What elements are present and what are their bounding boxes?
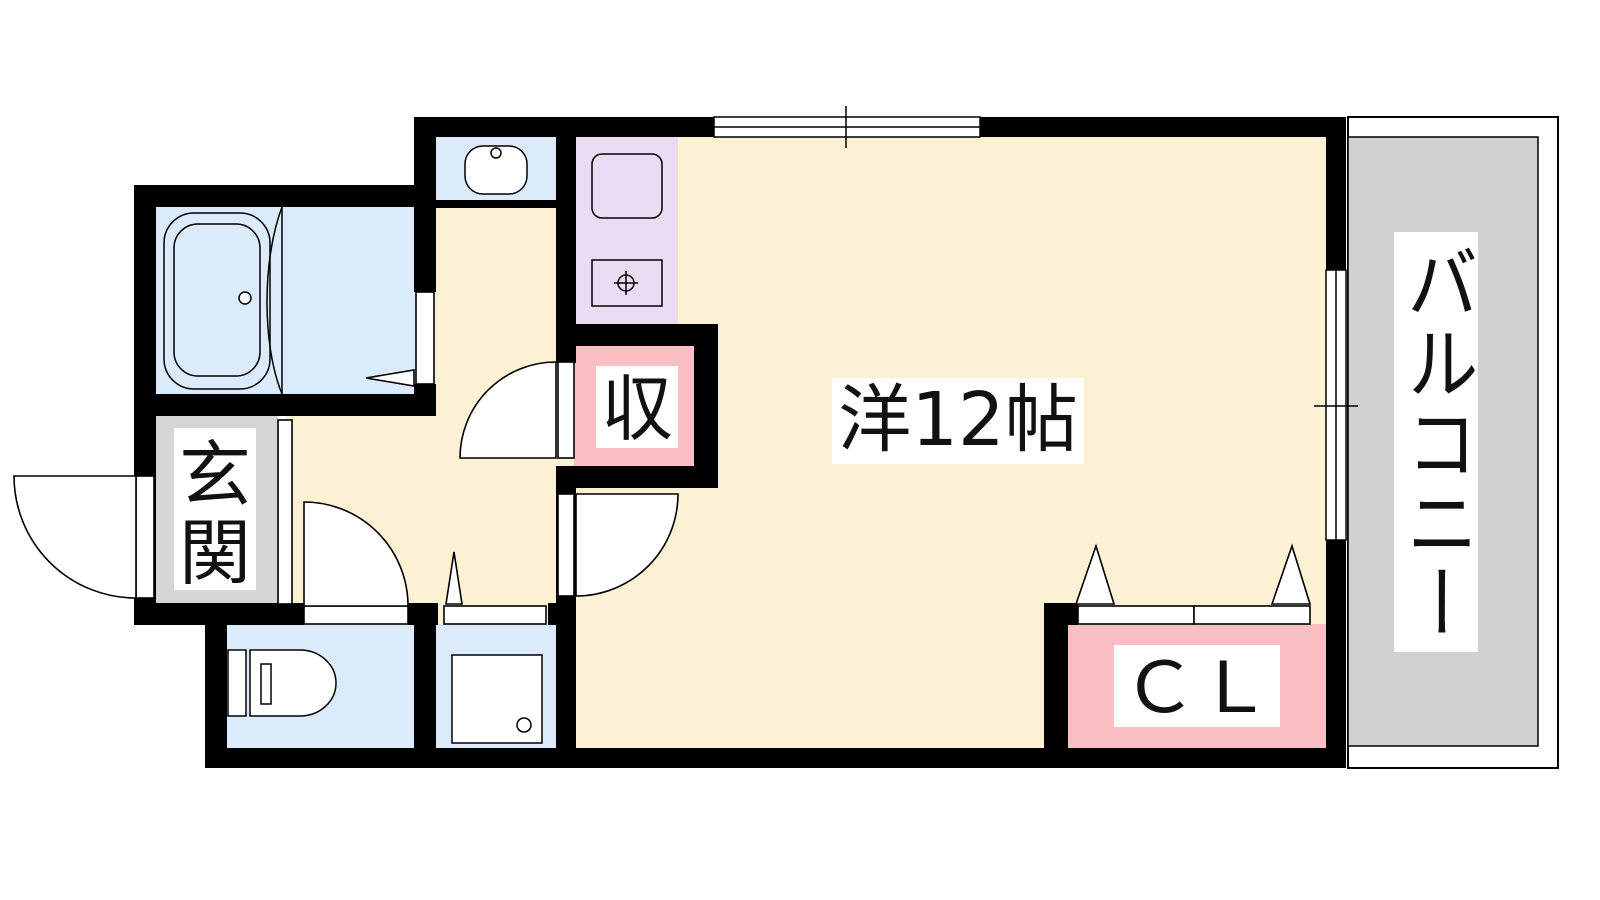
entrance-inner-frame: [277, 419, 293, 605]
bathroom-floor: [156, 207, 428, 407]
western-room-label: 洋12帖: [832, 377, 1084, 464]
kitchen-sink-icon: [591, 153, 663, 219]
bathroom-door: [365, 291, 435, 387]
closet-name: ＣＬ: [1122, 647, 1272, 729]
closet-doors: [1074, 543, 1312, 625]
walls: [134, 117, 1346, 768]
toilet-icon: [227, 649, 337, 717]
bathtub-icon: [163, 206, 283, 395]
room-door: [557, 493, 679, 597]
entrance-label: 玄 関: [174, 428, 256, 595]
right-window: [1314, 269, 1358, 541]
toilet-door: [303, 501, 409, 625]
washing-machine-icon: [451, 654, 543, 744]
storage-name: 収: [601, 367, 673, 451]
top-window: [713, 106, 981, 148]
hallway-door: [459, 361, 575, 459]
washbasin-icon: [464, 145, 528, 195]
balcony-name: バルコニー: [1394, 242, 1478, 642]
laundry-door: [443, 551, 547, 625]
western-room-name: 洋12帖: [838, 377, 1078, 463]
balcony-label: バルコニー: [1394, 232, 1478, 652]
closet-label: ＣＬ: [1114, 645, 1280, 729]
stove-icon: [591, 259, 663, 307]
entrance-name-line2: 関: [179, 511, 251, 595]
storage-label: 収: [596, 366, 678, 451]
entrance-door: [13, 475, 155, 599]
entrance-name-line1: 玄: [179, 433, 251, 517]
balcony: [1347, 116, 1559, 769]
